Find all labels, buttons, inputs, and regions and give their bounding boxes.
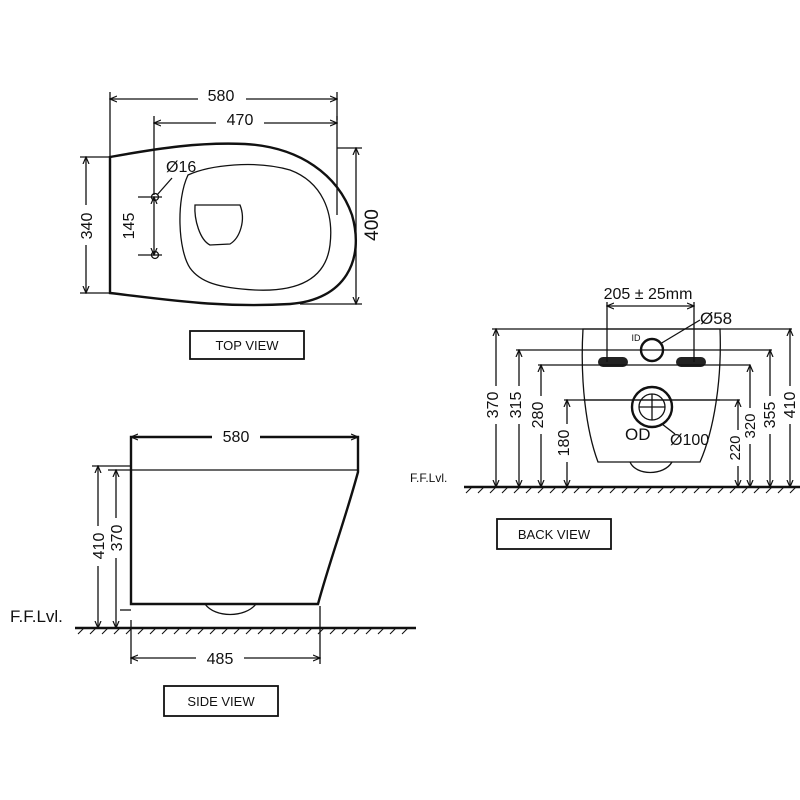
side-view-trap bbox=[204, 603, 257, 616]
back-view-dim-315: 315 bbox=[508, 392, 525, 419]
top-view-title: TOP VIEW bbox=[215, 338, 279, 353]
side-view-title: SIDE VIEW bbox=[187, 694, 255, 709]
side-view-length-dimension: 580 bbox=[223, 429, 250, 446]
top-view-bolt-diameter: Ø16 bbox=[166, 159, 196, 176]
top-view-bolt-hole-upper bbox=[150, 192, 160, 202]
top-view-seat-opening bbox=[194, 204, 244, 246]
side-view-rim-height-dimension: 370 bbox=[109, 525, 126, 552]
back-view-trap bbox=[629, 461, 673, 474]
back-view-body-outline bbox=[581, 328, 721, 463]
back-view-outlet-label: OD bbox=[625, 425, 651, 444]
back-view-floor-label: F.F.Lvl. bbox=[410, 471, 447, 485]
back-view-dim-410: 410 bbox=[782, 392, 799, 419]
top-view-depth-dimension: 400 bbox=[362, 209, 383, 241]
top-view: 580 470 340 400 Ø16 145 TOP VIEW bbox=[76, 86, 383, 360]
back-view-title-box bbox=[496, 518, 612, 550]
top-view-inner-rim bbox=[179, 163, 332, 291]
back-view-outlet-diameter: Ø100 bbox=[670, 432, 709, 449]
back-view-dim-180: 180 bbox=[556, 430, 573, 457]
side-view-title-box bbox=[163, 685, 279, 717]
back-view-dim-220: 220 bbox=[727, 435, 744, 460]
top-view-bowl-outline bbox=[108, 142, 357, 307]
side-view-base-dimension: 485 bbox=[207, 651, 234, 668]
back-view-inlet-id: ID bbox=[632, 333, 642, 343]
back-view-dim-280: 280 bbox=[530, 402, 547, 429]
back-view-dim-320: 320 bbox=[742, 413, 759, 438]
side-view: F.F.Lvl. 580 410 370 485 SIDE VIEW bbox=[10, 426, 416, 717]
back-view-bolt-spacing: 205 ± 25mm bbox=[604, 286, 693, 303]
side-view-height-dimension: 410 bbox=[91, 533, 108, 560]
back-view-dim-370: 370 bbox=[485, 392, 502, 419]
top-view-width-dimension: 340 bbox=[79, 213, 96, 240]
back-view-floor-hatch bbox=[465, 486, 797, 494]
back-view-inlet-diameter: Ø58 bbox=[700, 309, 732, 328]
top-view-length-dimension: 580 bbox=[208, 88, 235, 105]
side-view-body-outline bbox=[129, 435, 360, 606]
side-view-floor-label: F.F.Lvl. bbox=[10, 607, 63, 626]
top-view-fixing-dimension: 470 bbox=[227, 112, 254, 129]
back-view-dim-355: 355 bbox=[762, 402, 779, 429]
back-view: ID Ø58 OD Ø100 205 ± 25mm 370 315 280 bbox=[410, 284, 800, 550]
top-view-bolt-spacing: 145 bbox=[121, 213, 138, 240]
back-view-outlet-outer bbox=[630, 385, 674, 429]
top-view-bolt-hole-lower bbox=[150, 250, 160, 260]
top-view-title-box bbox=[189, 330, 305, 360]
back-view-title: BACK VIEW bbox=[518, 527, 591, 542]
